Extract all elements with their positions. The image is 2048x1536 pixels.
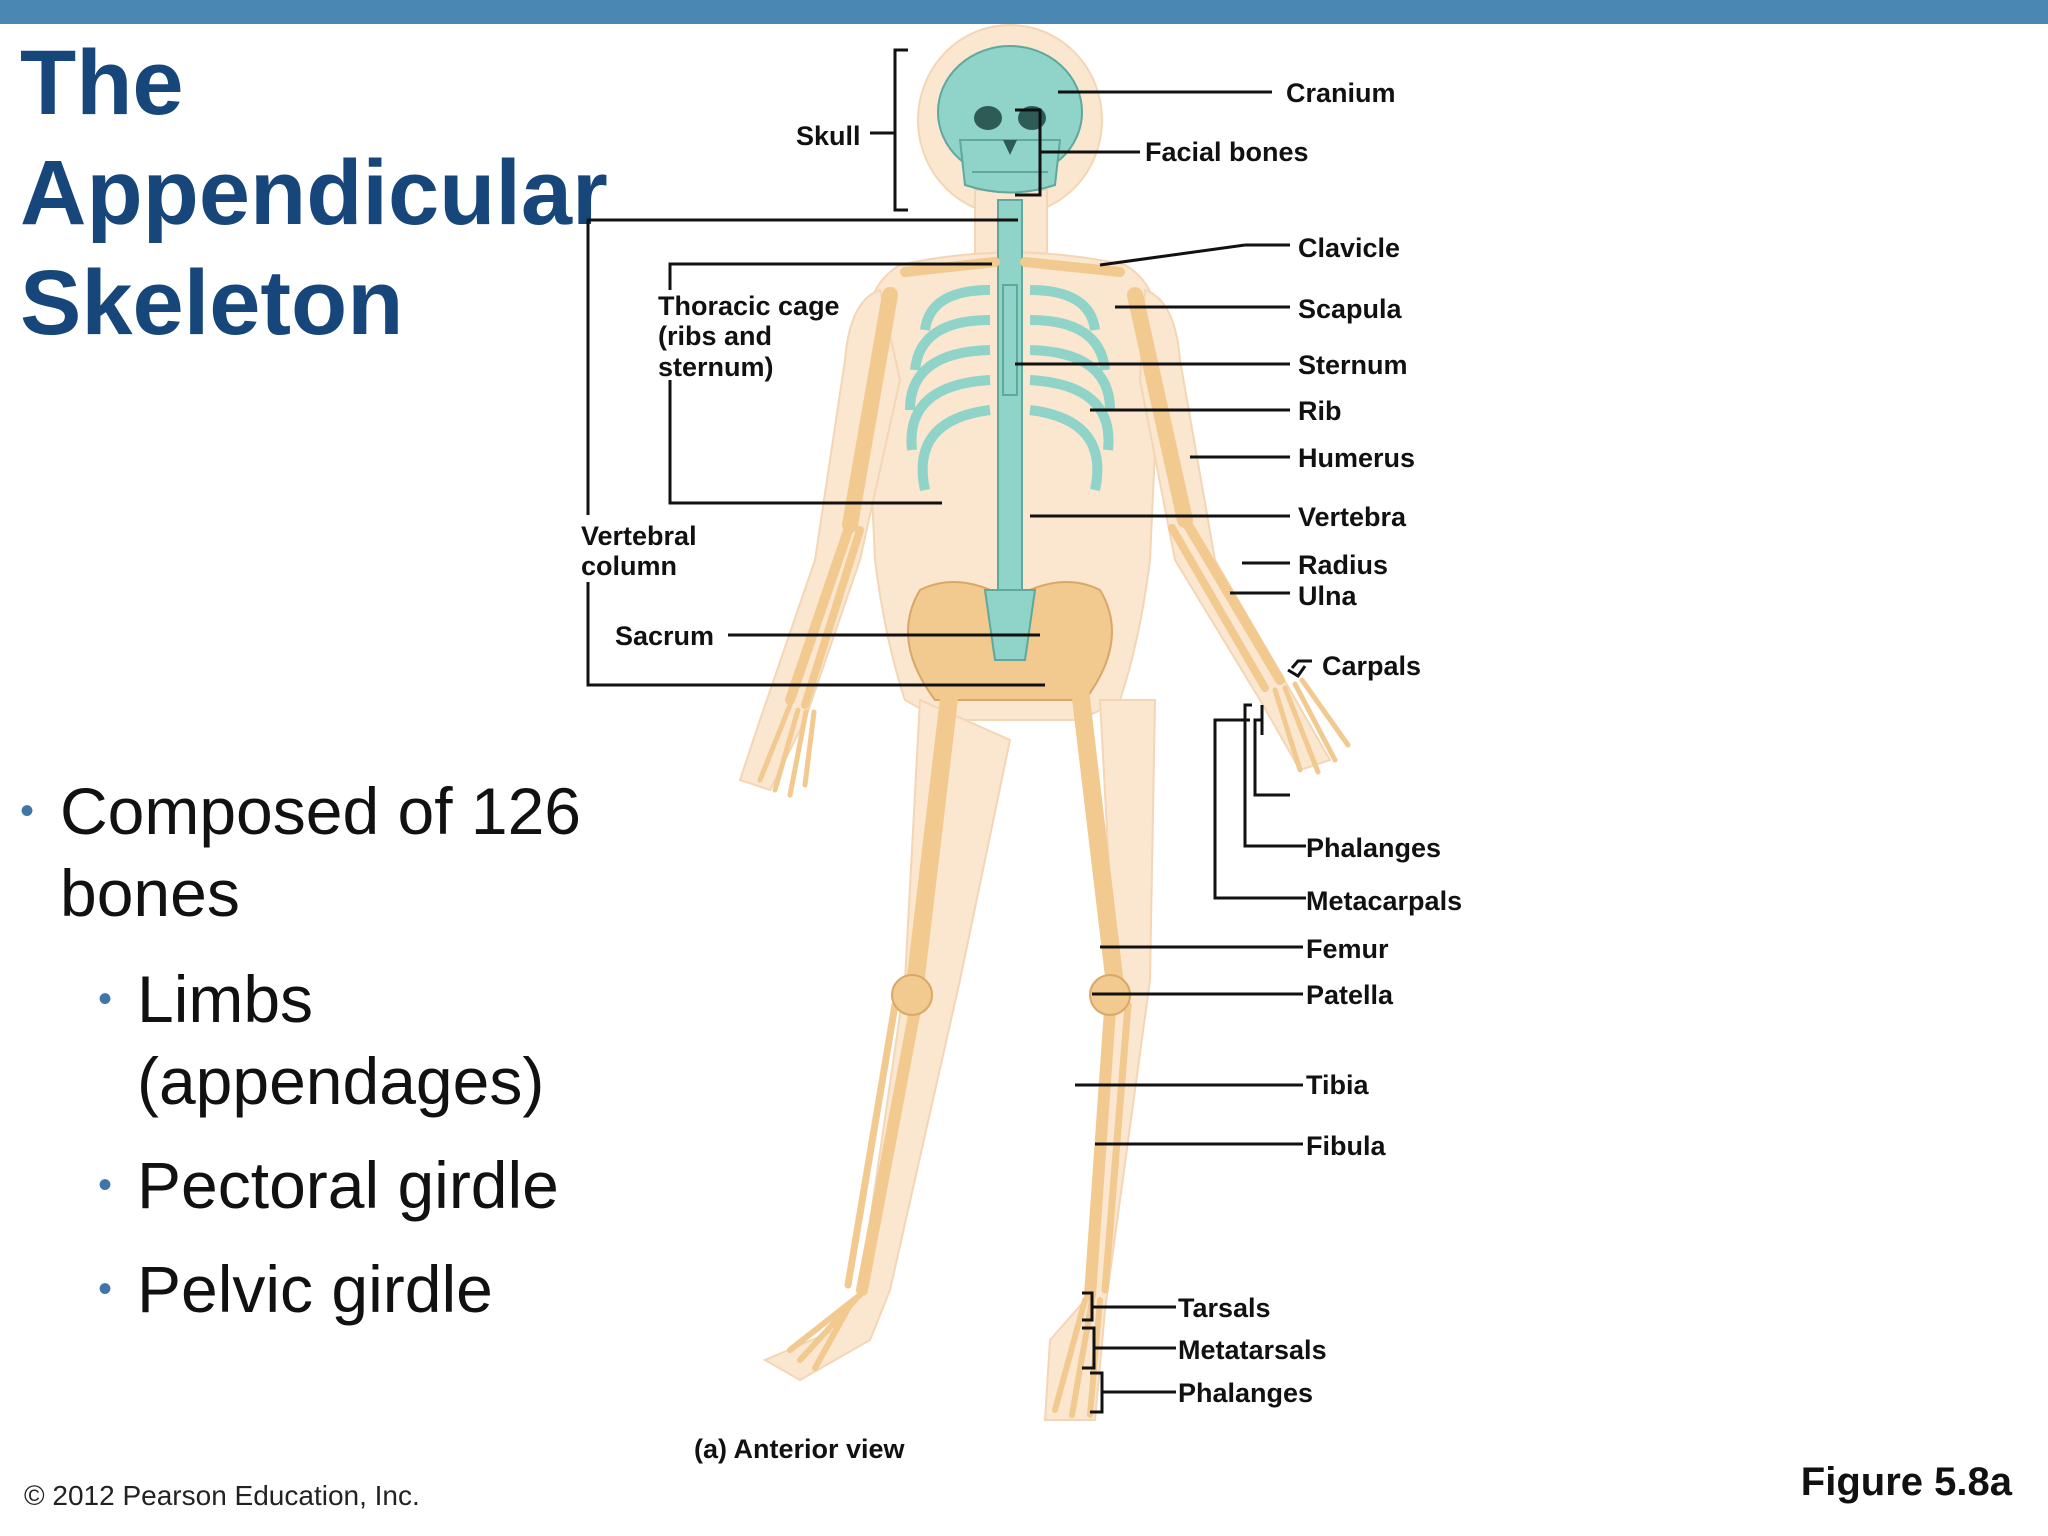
bullet-pectoral: • Pectoral girdle <box>20 1144 640 1226</box>
copyright-notice: © 2012 Pearson Education, Inc. <box>24 1480 420 1511</box>
label-metacarpals: Metacarpals <box>1306 886 1462 916</box>
leader-lines <box>586 48 1312 1414</box>
metacarpals-bracket <box>1213 718 1306 900</box>
title-line-1: The <box>20 32 184 134</box>
bullet-dot-icon: • <box>98 977 113 1021</box>
label-patella: Patella <box>1306 980 1394 1010</box>
bullet-limbs: • Limbs (appendages) <box>20 958 640 1122</box>
label-thoracic-cage-line-2: (ribs and <box>658 321 772 351</box>
slide-title: The Appendicular Skeleton <box>20 28 640 358</box>
label-clavicle: Clavicle <box>1298 233 1400 263</box>
skull-shape <box>937 45 1083 194</box>
label-vertebral-column-line-1: Vertebral <box>581 521 697 551</box>
ribcage-shape <box>905 285 1115 492</box>
bullet-list: • Composed of 126 bones • Limbs (appenda… <box>20 770 640 1352</box>
figure-label: Figure 5.8a <box>1800 1460 2012 1504</box>
label-thoracic-cage-line-3: sternum) <box>658 352 774 382</box>
label-radius: Radius <box>1298 550 1388 580</box>
diagram-caption: (a) Anterior view <box>694 1434 906 1464</box>
label-rib: Rib <box>1298 396 1342 426</box>
body-silhouette <box>738 24 1332 1421</box>
bullet-pelvic-text: Pelvic girdle <box>137 1252 493 1326</box>
label-scapula: Scapula <box>1298 294 1403 324</box>
bullet-main: • Composed of 126 bones <box>20 770 640 934</box>
bullet-limbs-line-1: Limbs <box>137 962 314 1036</box>
bullet-pectoral-text: Pectoral girdle <box>137 1148 559 1222</box>
skull-bracket <box>893 48 908 212</box>
label-carpals: Carpals <box>1322 651 1421 681</box>
label-fibula: Fibula <box>1306 1131 1386 1161</box>
label-femur: Femur <box>1306 934 1389 964</box>
title-line-3: Skeleton <box>20 252 404 354</box>
label-vertebral-column-line-2: column <box>581 551 677 581</box>
sternum-shape <box>1002 284 1018 396</box>
sacrum-shape <box>983 589 1037 661</box>
diagram-labels: Cranium Facial bones Skull Clavicle Scap… <box>581 78 1462 1464</box>
label-cranium: Cranium <box>1286 78 1396 108</box>
skeleton-bones <box>757 45 1351 1418</box>
bullet-dot-icon: • <box>20 789 35 833</box>
bullet-limbs-line-2: (appendages) <box>137 1044 545 1118</box>
label-ulna: Ulna <box>1298 581 1357 611</box>
label-facial-bones: Facial bones <box>1145 137 1309 167</box>
vertebral-column-bracket <box>586 218 1018 515</box>
bullet-main-line-1: Composed of 126 <box>60 774 582 848</box>
label-phalanges-hand: Phalanges <box>1306 833 1441 863</box>
label-tibia: Tibia <box>1306 1070 1370 1100</box>
label-skull: Skull <box>796 121 861 151</box>
label-sternum: Sternum <box>1298 350 1408 380</box>
carpals-marker <box>1287 665 1307 679</box>
label-tarsals: Tarsals <box>1178 1293 1271 1323</box>
label-vertebra: Vertebra <box>1298 502 1407 532</box>
label-sacrum: Sacrum <box>615 621 714 651</box>
label-humerus: Humerus <box>1298 443 1415 473</box>
arm-bones-shape <box>757 287 1351 798</box>
top-accent-bar <box>0 0 2048 24</box>
label-metatarsals: Metatarsals <box>1178 1335 1327 1365</box>
thoracic-cage-bracket <box>668 262 992 290</box>
label-thoracic-cage-line-1: Thoracic cage <box>658 291 840 321</box>
bullet-dot-icon: • <box>98 1163 113 1207</box>
bullet-main-line-2: bones <box>60 856 240 930</box>
bullet-pelvic: • Pelvic girdle <box>20 1248 640 1330</box>
phalanges-hand-bracket <box>1243 703 1306 848</box>
title-line-2: Appendicular <box>20 142 608 244</box>
leg-bones-shape <box>787 681 1132 1418</box>
label-phalanges-foot: Phalanges <box>1178 1378 1313 1408</box>
bullet-dot-icon: • <box>98 1267 113 1311</box>
